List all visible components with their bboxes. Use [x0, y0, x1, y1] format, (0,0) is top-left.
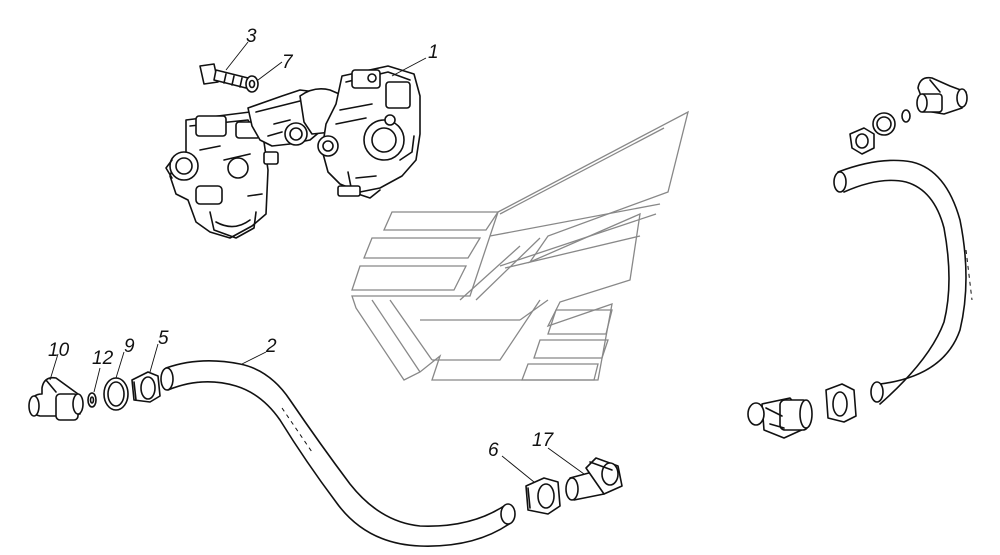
hose-right: [833, 159, 973, 405]
elbow-fitting-right-bottom: [747, 397, 813, 439]
callout-3: 3: [246, 26, 257, 47]
callout-labels: 1 2 3 5 6 7 9 10 12 17: [48, 26, 555, 461]
leader-17: [547, 447, 585, 475]
nut-right-top: [849, 127, 875, 155]
bolt-part-3: [199, 63, 249, 89]
connector-part-17: [565, 457, 623, 501]
callout-1: 1: [428, 42, 439, 63]
callout-6: 6: [488, 440, 499, 461]
o-ring-part-12: [87, 392, 97, 408]
callout-10: 10: [48, 340, 70, 361]
watermark-logo: [351, 110, 689, 381]
elbow-fitting-part-10: [28, 376, 84, 421]
callout-12: 12: [92, 348, 114, 369]
callout-9: 9: [124, 336, 135, 357]
nut-part-5: [131, 371, 161, 403]
washer-part-7: [245, 75, 259, 93]
leader-12: [93, 367, 101, 393]
leader-5: [149, 343, 159, 373]
callout-7: 7: [282, 52, 294, 73]
leader-2: [241, 351, 267, 365]
leader-6: [501, 455, 535, 483]
nut-part-6: [525, 477, 561, 515]
elbow-fitting-right-top: [916, 76, 968, 115]
leader-10: [49, 353, 59, 381]
callout-17: 17: [532, 430, 555, 451]
sealing-ring-part-9: [103, 377, 129, 411]
callout-5: 5: [158, 328, 169, 349]
o-ring-right-top: [901, 109, 911, 123]
leader-lines: [49, 41, 585, 483]
nut-right-bottom: [825, 383, 857, 423]
hose-part-2: [160, 360, 516, 547]
leader-1: [391, 57, 427, 77]
leader-7: [257, 61, 283, 81]
sealing-ring-right-top: [872, 112, 896, 136]
leader-9: [115, 351, 125, 379]
callout-2: 2: [265, 336, 277, 357]
valve-assembly: [165, 65, 421, 239]
leader-3: [225, 41, 249, 71]
